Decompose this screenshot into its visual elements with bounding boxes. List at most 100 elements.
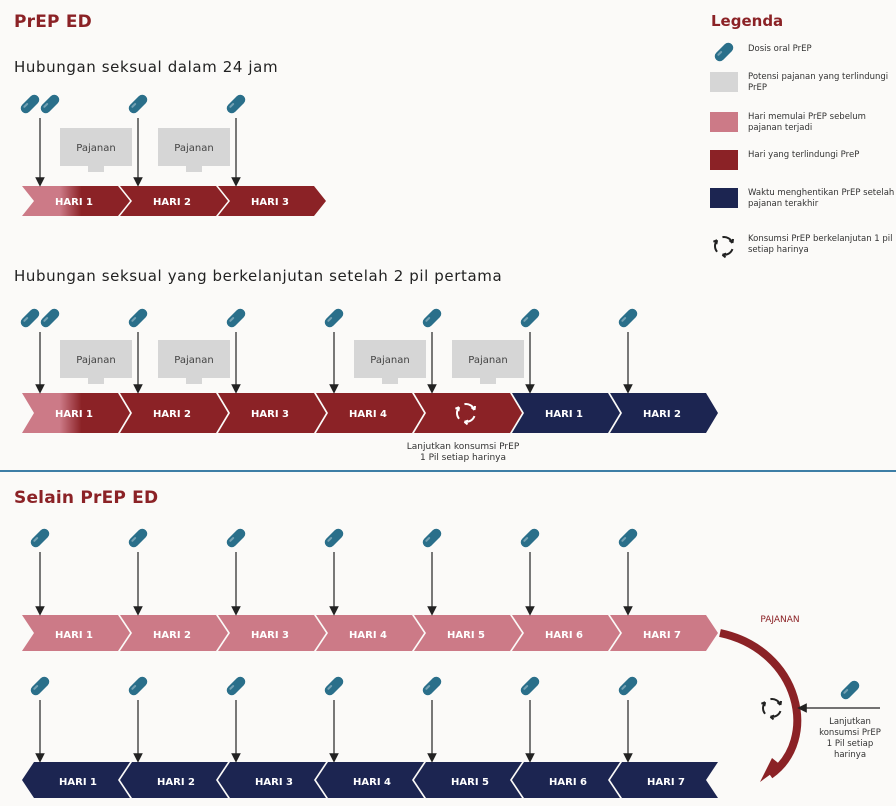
day-label: HARI 7 bbox=[643, 630, 681, 641]
exposure-curve-arrowhead bbox=[760, 758, 782, 782]
day-chevron bbox=[120, 186, 228, 216]
row2-subtitle: Hubungan seksual yang berkelanjutan sete… bbox=[14, 267, 503, 285]
pink-box bbox=[710, 112, 738, 132]
pill-icon bbox=[20, 94, 40, 114]
day-chevron bbox=[512, 393, 620, 433]
maroon-box bbox=[710, 150, 738, 170]
pill-icon bbox=[618, 308, 638, 328]
day-chevron bbox=[120, 762, 228, 798]
day-chevron bbox=[22, 186, 130, 216]
day-chevron bbox=[120, 615, 228, 651]
day-chevron bbox=[22, 762, 130, 798]
day-chevron bbox=[512, 615, 620, 651]
section2-side-pill-icon bbox=[840, 680, 860, 700]
legend-item-text: Hari yang terlindungi PreP bbox=[748, 150, 860, 160]
legend-item-text: Potensi pajanan yang terlindungi PrEP bbox=[748, 72, 889, 93]
pill-icon bbox=[20, 308, 40, 328]
section-title-prep-ed: PrEP ED bbox=[14, 12, 92, 32]
day-chevron bbox=[22, 393, 130, 433]
exposure-label: Pajanan bbox=[174, 143, 213, 154]
section2-recycle-icon bbox=[761, 698, 783, 721]
pill-icon bbox=[422, 528, 442, 548]
pill-icon bbox=[30, 528, 50, 548]
day-label: HARI 5 bbox=[447, 630, 485, 641]
day-chevron bbox=[22, 615, 130, 651]
recycle-icon bbox=[455, 403, 477, 426]
pill-icon bbox=[128, 676, 148, 696]
day-chevron bbox=[218, 615, 326, 651]
day-chevron bbox=[218, 393, 326, 433]
day-chevron bbox=[316, 762, 424, 798]
day-chevron bbox=[414, 762, 522, 798]
day-label: HARI 1 bbox=[55, 630, 93, 641]
day-label: HARI 3 bbox=[251, 409, 289, 420]
day-label: HARI 3 bbox=[251, 197, 289, 208]
side-note-line: Lanjutkan bbox=[829, 717, 871, 727]
day-label: HARI 2 bbox=[153, 630, 191, 641]
day-label: HARI 2 bbox=[157, 777, 195, 788]
day-label: HARI 1 bbox=[55, 409, 93, 420]
legend-item-text: Waktu menghentikan PrEP setelah pajanan … bbox=[748, 188, 895, 209]
day-label: HARI 1 bbox=[545, 409, 583, 420]
legend-item-text: Hari memulai PrEP sebelum pajanan terjad… bbox=[748, 112, 866, 133]
day-chevron bbox=[512, 762, 620, 798]
legend-recycle-icon bbox=[713, 236, 735, 259]
legend-item-text: Dosis oral PrEP bbox=[748, 44, 812, 54]
day-label: HARI 2 bbox=[153, 197, 191, 208]
day-chevron bbox=[610, 393, 718, 433]
pill-icon bbox=[324, 528, 344, 548]
day-label: HARI 1 bbox=[59, 777, 97, 788]
legend-title: Legenda bbox=[711, 12, 784, 30]
pill-icon bbox=[520, 528, 540, 548]
exposure-label: Pajanan bbox=[76, 355, 115, 366]
side-note-line: harinya bbox=[834, 750, 866, 760]
exposure-box: Pajanan bbox=[60, 340, 132, 384]
exposure-box: Pajanan bbox=[158, 128, 230, 172]
pill-icon bbox=[422, 676, 442, 696]
row1-subtitle: Hubungan seksual dalam 24 jam bbox=[14, 58, 279, 76]
pill-icon bbox=[226, 94, 246, 114]
side-note-line: 1 Pil setiap bbox=[827, 739, 873, 749]
day-label: HARI 4 bbox=[353, 777, 391, 788]
day-label: HARI 2 bbox=[153, 409, 191, 420]
pill-icon bbox=[520, 676, 540, 696]
day-label: HARI 4 bbox=[349, 630, 387, 641]
day-label: HARI 4 bbox=[349, 409, 387, 420]
exposure-label: Pajanan bbox=[174, 355, 213, 366]
day-chevron bbox=[414, 615, 522, 651]
pill-icon bbox=[324, 676, 344, 696]
day-chevron bbox=[218, 186, 326, 216]
day-label: HARI 7 bbox=[647, 777, 685, 788]
day-chevron bbox=[316, 615, 424, 651]
exposure-box: Pajanan bbox=[354, 340, 426, 384]
pill-icon bbox=[618, 528, 638, 548]
continue-note-line: Lanjutkan konsumsi PrEP bbox=[406, 442, 520, 452]
pill-icon bbox=[128, 94, 148, 114]
legend-item-text: Konsumsi PrEP berkelanjutan 1 pil setiap… bbox=[748, 234, 893, 255]
exposure-box: Pajanan bbox=[452, 340, 524, 384]
day-label: HARI 6 bbox=[545, 630, 583, 641]
pill-icon bbox=[520, 308, 540, 328]
grey-box bbox=[710, 72, 738, 92]
pill-icon bbox=[226, 528, 246, 548]
section-divider bbox=[0, 470, 896, 472]
pill-icon bbox=[30, 676, 50, 696]
day-chevron bbox=[316, 393, 424, 433]
pill-icon bbox=[128, 528, 148, 548]
exposure-box: Pajanan bbox=[158, 340, 230, 384]
pill-icon bbox=[618, 676, 638, 696]
day-chevron bbox=[120, 393, 228, 433]
exposure-box: Pajanan bbox=[60, 128, 132, 172]
side-note-line: konsumsi PrEP bbox=[819, 728, 881, 738]
pill-icon bbox=[40, 94, 60, 114]
exposure-label: Pajanan bbox=[370, 355, 409, 366]
day-label: HARI 1 bbox=[55, 197, 93, 208]
pill-icon bbox=[128, 308, 148, 328]
pill-icon bbox=[226, 676, 246, 696]
exposure-label: Pajanan bbox=[76, 143, 115, 154]
day-label: HARI 6 bbox=[549, 777, 587, 788]
day-chevron bbox=[414, 393, 522, 433]
day-label: HARI 3 bbox=[251, 630, 289, 641]
pill-icon bbox=[226, 308, 246, 328]
